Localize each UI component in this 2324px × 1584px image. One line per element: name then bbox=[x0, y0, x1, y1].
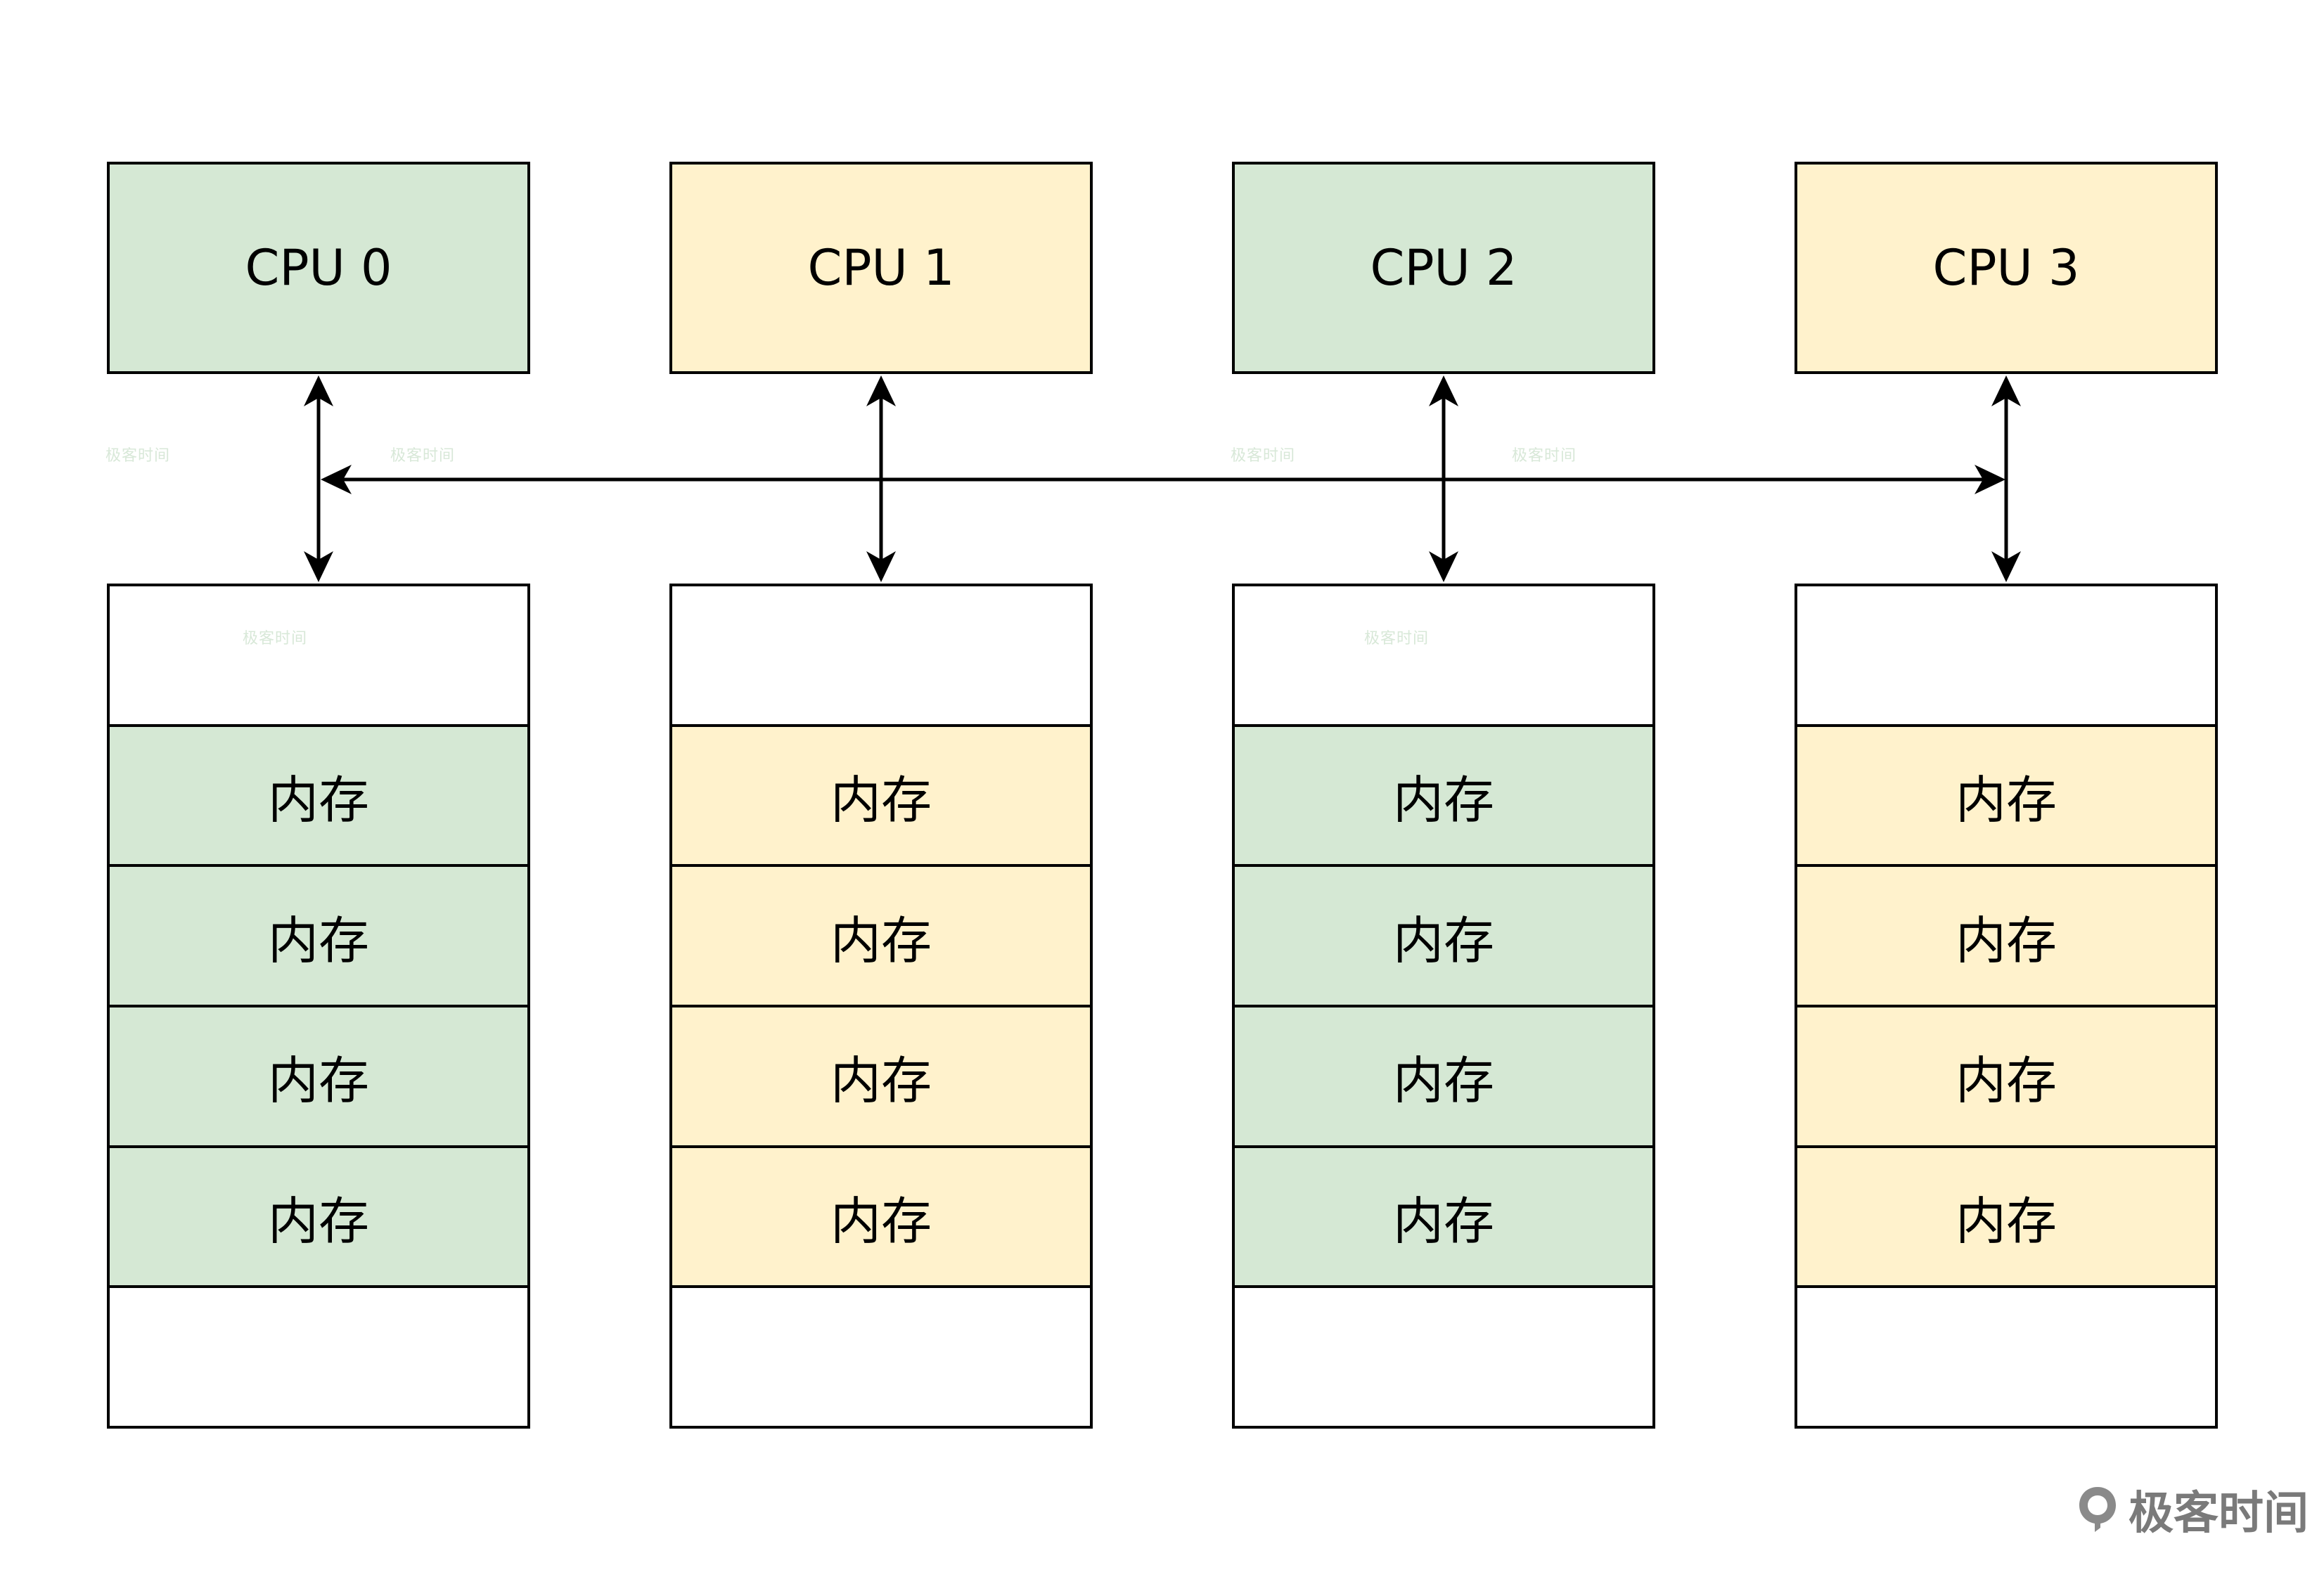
memory-cell: 内存 bbox=[110, 1005, 527, 1145]
cpu-3-label: CPU 3 bbox=[1932, 239, 2080, 297]
memory-cell: 内存 bbox=[672, 864, 1090, 1005]
memory-cell: 内存 bbox=[110, 864, 527, 1005]
memory-cell-empty bbox=[1235, 586, 1652, 724]
memory-cell: 内存 bbox=[1797, 864, 2215, 1005]
memory-cell: 内存 bbox=[110, 723, 527, 865]
arrowhead-down bbox=[304, 551, 333, 582]
logo-icon bbox=[2079, 1487, 2116, 1532]
cpu-1-label: CPU 1 bbox=[807, 239, 955, 297]
arrowhead-down bbox=[1429, 551, 1458, 582]
arrowhead-down bbox=[866, 551, 896, 582]
memory-cell-empty bbox=[1235, 1285, 1652, 1427]
memory-cell-empty bbox=[110, 586, 527, 724]
arrowhead-right bbox=[1975, 465, 2005, 494]
watermark: 极客时间 bbox=[1512, 447, 1577, 465]
cpu-3-box: CPU 3 bbox=[1795, 162, 2218, 374]
memory-cell: 内存 bbox=[110, 1145, 527, 1286]
arrowhead-down bbox=[1991, 551, 2021, 582]
cpu-0-box: CPU 0 bbox=[107, 162, 530, 374]
logo-text: 极客时间 bbox=[2129, 1488, 2309, 1540]
watermark: 极客时间 bbox=[243, 630, 308, 648]
cpu-0-label: CPU 0 bbox=[245, 239, 392, 297]
memory-cell: 内存 bbox=[1235, 864, 1652, 1005]
memory-cell: 内存 bbox=[1797, 723, 2215, 865]
memory-cell-empty bbox=[1797, 586, 2215, 724]
memory-cell-empty bbox=[110, 1285, 527, 1427]
arrowhead-up bbox=[1991, 375, 2021, 406]
memory-cell: 内存 bbox=[672, 1005, 1090, 1145]
memory-cell: 内存 bbox=[1235, 1005, 1652, 1145]
cpu-2-box: CPU 2 bbox=[1232, 162, 1655, 374]
arrowhead-up bbox=[866, 375, 896, 406]
cpu-1-box: CPU 1 bbox=[669, 162, 1093, 374]
memory-cell: 内存 bbox=[1235, 723, 1652, 865]
watermark: 极客时间 bbox=[1231, 447, 1296, 465]
memory-column-1: 内存 内存 内存 内存 bbox=[669, 584, 1093, 1429]
memory-column-0: 内存 内存 内存 内存 bbox=[107, 584, 530, 1429]
watermark: 极客时间 bbox=[390, 447, 456, 465]
arrowhead-left bbox=[321, 465, 352, 494]
watermark: 极客时间 bbox=[105, 447, 171, 465]
memory-column-3: 内存 内存 内存 内存 bbox=[1795, 584, 2218, 1429]
arrowhead-up bbox=[304, 375, 333, 406]
memory-cell: 内存 bbox=[1797, 1145, 2215, 1286]
memory-cell-empty bbox=[672, 586, 1090, 724]
brand-logo: 极客时间 bbox=[2076, 1477, 2309, 1542]
memory-column-2: 内存 内存 内存 内存 bbox=[1232, 584, 1655, 1429]
watermark: 极客时间 bbox=[1364, 630, 1430, 648]
arrowhead-up bbox=[1429, 375, 1458, 406]
memory-cell: 内存 bbox=[1797, 1005, 2215, 1145]
memory-cell-empty bbox=[1797, 1285, 2215, 1427]
memory-cell: 内存 bbox=[1235, 1145, 1652, 1286]
memory-cell: 内存 bbox=[672, 723, 1090, 865]
cpu-2-label: CPU 2 bbox=[1370, 239, 1517, 297]
memory-cell: 内存 bbox=[672, 1145, 1090, 1286]
memory-cell-empty bbox=[672, 1285, 1090, 1427]
